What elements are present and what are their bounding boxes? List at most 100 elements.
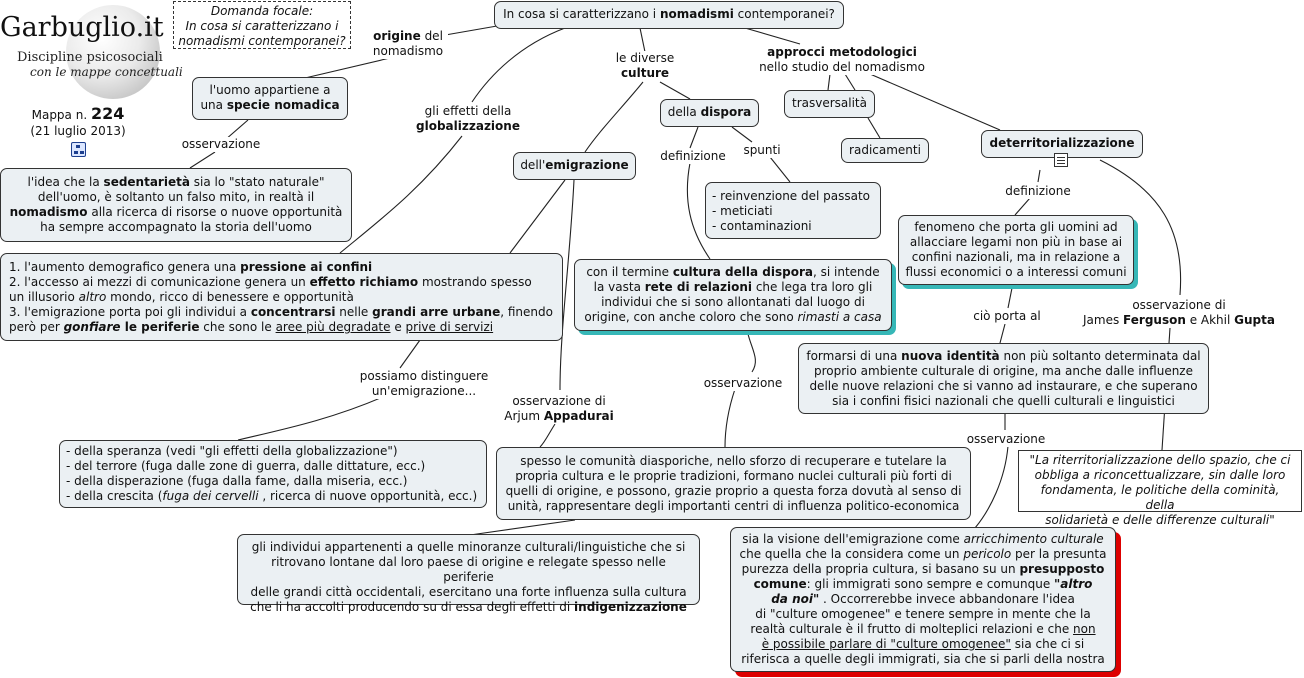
node-quote-riterritorializzazione[interactable]: "La riterritorializzazione dello spazio,… (1018, 450, 1302, 527)
link-approcci-deterr (869, 73, 1001, 131)
radicamenti-text: radicamenti (849, 143, 921, 157)
vis-l2a: che quella che la considera come un (739, 547, 964, 561)
cultura-line-1: con il termine cultura della dispora, si… (581, 265, 885, 280)
minoranze-line-1: gli individui appartenenti a quelle mino… (251, 540, 686, 554)
emigrazione-pre: dell' (520, 158, 546, 172)
diasporiche-line-3: quelli di origine, e possono, grazie pro… (505, 484, 962, 498)
node-specie-nomadica[interactable]: l'uomo appartiene a una specie nomadica (192, 77, 348, 120)
label-culture-1: le diverse (615, 51, 675, 65)
effetti-line-2: 2. l'accesso ai mezzi di comunicazione g… (9, 275, 556, 290)
label-osservazione-1: osservazione (178, 137, 264, 152)
link-osservazione-diasporiche (724, 388, 736, 448)
link-root-effetti (471, 27, 566, 103)
eff-l5e: aree più degradate (275, 320, 391, 334)
label-osservazione-diaspora: osservazione (700, 376, 786, 391)
sed-l1c: sia lo "stato naturale" (189, 175, 325, 189)
link-root-culture (639, 27, 646, 53)
node-effetti-globalizzazione[interactable]: 1. l'aumento demografico genera una pres… (0, 253, 563, 341)
label-definizione-dispora: definizione (658, 149, 728, 164)
node-nuova-identita[interactable]: formarsi di una nuova identità non più s… (798, 343, 1209, 414)
node-tipi-emigrazione[interactable]: - della speranza (vedi "gli effetti dell… (59, 440, 487, 508)
sedentarieta-line-3: nomadismo alla ricerca di risorse o nuov… (7, 205, 345, 220)
cd-l2a: la vasta (593, 280, 645, 294)
vis-l1b: arricchimento culturale (963, 532, 1104, 546)
effetti-line-1: 1. l'aumento demografico genera una pres… (9, 260, 556, 275)
sed-l3b: nomadismo (9, 205, 88, 219)
specie-line-1: l'uomo appartiene a (209, 83, 331, 97)
node-minoranze[interactable]: gli individui appartenenti a quelle mino… (237, 534, 700, 614)
cd-l1a: con il termine (586, 265, 673, 279)
document-icon[interactable] (1054, 153, 1068, 167)
link-approcci-trasversalita (827, 73, 831, 91)
identita-line-2: proprio ambiente culturale di origine, m… (814, 364, 1193, 378)
mindmap-icon[interactable] (71, 142, 86, 157)
label-origine-bold: origine (373, 29, 421, 43)
link-appadurai-diasporiche (539, 423, 556, 448)
eff-l5d: che sono le (199, 320, 276, 334)
link-trasv-radicamenti (867, 117, 881, 139)
link-culture-dispora (659, 81, 691, 100)
node-spunti-list[interactable]: - reinvenzione del passato - meticiati -… (705, 182, 881, 239)
link-distinguere-speranza (237, 395, 386, 441)
id-l1a: formarsi di una (806, 349, 902, 363)
link-list-distinguere (399, 339, 421, 369)
label-culture-2: culture (620, 66, 670, 80)
vis-l5a: da noi" (771, 592, 820, 606)
node-sedentarieta[interactable]: l'idea che la sedentarietà sia lo "stato… (0, 168, 352, 242)
minoranze-line-3: delle grandi città occidentali, esercita… (250, 585, 687, 599)
node-comunita-diasporiche[interactable]: spesso le comunità diasporiche, nello sf… (496, 447, 971, 520)
deterr-bold: deterritorializzazione (989, 136, 1135, 150)
vis-l8a: è possibile parlare di "culture omogenee… (761, 637, 1011, 651)
node-trasversalita[interactable]: trasversalità (784, 90, 875, 118)
min-l4a: che li ha accolti producendo su di essa … (250, 600, 575, 614)
sed-l3c: alla ricerca di risorse o nuove opportun… (87, 205, 343, 219)
tipi-l4b: fuga dei cervelli (162, 489, 259, 503)
visione-line-5: da noi" . Occorrerebbe invece abbandonar… (737, 592, 1109, 607)
eff-l4c: nelle (335, 305, 373, 319)
vis-l7a: realtà culturale è il frutto di moltepli… (750, 622, 1074, 636)
spunti-line-1: - reinvenzione del passato (712, 189, 871, 203)
root-concept[interactable]: In cosa si caratterizzano i nomadismi co… (494, 1, 844, 29)
diasporiche-line-1: spesso le comunità diasporiche, nello sf… (520, 454, 947, 468)
label-effetti: gli effetti della globalizzazione (414, 104, 522, 134)
cd-l4a: origine, con anche coloro che sono (584, 310, 798, 324)
cd-l1b: cultura della dispora (672, 265, 813, 279)
vis-l3a: purezza della propria cultura, si basano… (741, 562, 1020, 576)
logo-subtitle: Discipline psicosociali (17, 50, 163, 65)
node-visione-emigrazione[interactable]: sia la visione dell'emigrazione come arr… (730, 527, 1116, 672)
node-emigrazione[interactable]: dell'emigrazione (513, 152, 636, 180)
fenomeno-line-1: fenomeno che porta gli uomini ad (914, 220, 1118, 234)
label-distinguere-2: un'emigrazione... (371, 384, 477, 398)
label-culture: le diverse culture (610, 51, 680, 81)
eff-l5g: prive di servizi (405, 320, 494, 334)
fenomeno-line-4: flussi economici o a interessi comuni (905, 265, 1127, 279)
id-l1b: nuova identità (901, 349, 1000, 363)
link-definizione-fenomeno (1014, 197, 1031, 216)
link-cultura-osservazione (747, 333, 756, 373)
label-origine: origine del nomadismo (368, 29, 448, 59)
eff-l3c: mondo, ricco di benessere e opportunità (106, 290, 354, 304)
sedentarieta-line-1: l'idea che la sedentarietà sia lo "stato… (7, 175, 345, 190)
node-cultura-dispora[interactable]: con il termine cultura della dispora, si… (574, 259, 892, 331)
eff-l2b: effetto richiamo (309, 275, 419, 289)
tipi-line-3: - della disperazione (fuga dalla fame, d… (66, 474, 408, 488)
node-fenomeno[interactable]: fenomeno che porta gli uomini ad allacci… (898, 215, 1134, 285)
eff-l3a: un illusorio (9, 290, 79, 304)
eff-l5c: le periferie (120, 320, 200, 334)
effetti-line-3: un illusorio altro mondo, ricco di benes… (9, 290, 556, 305)
node-dispora[interactable]: della dispora (660, 99, 759, 127)
specie-line-2: una specie nomadica (199, 98, 341, 113)
label-osservazione-identita: osservazione (963, 432, 1049, 447)
eff-l2c: mostrando spesso (418, 275, 532, 289)
map-number-value: 224 (90, 104, 125, 123)
logo-tagline: con le mappe concettuali (30, 65, 183, 79)
eff-l4e: , finendo (500, 305, 553, 319)
specie-line-2-text: una (200, 98, 227, 112)
minoranze-line-2: ritrovano lontane dal loro paese di orig… (271, 555, 666, 584)
visione-line-3: purezza della propria cultura, si basano… (737, 562, 1109, 577)
cultura-line-3: individui che si sono allontanati dal lu… (601, 295, 865, 309)
label-approcci-1: approcci metodologici (767, 45, 917, 59)
sedentarieta-line-4: ha sempre accompagnato la storia dell'uo… (40, 220, 312, 234)
node-radicamenti[interactable]: radicamenti (841, 138, 929, 163)
eff-l5f: e (390, 320, 406, 334)
